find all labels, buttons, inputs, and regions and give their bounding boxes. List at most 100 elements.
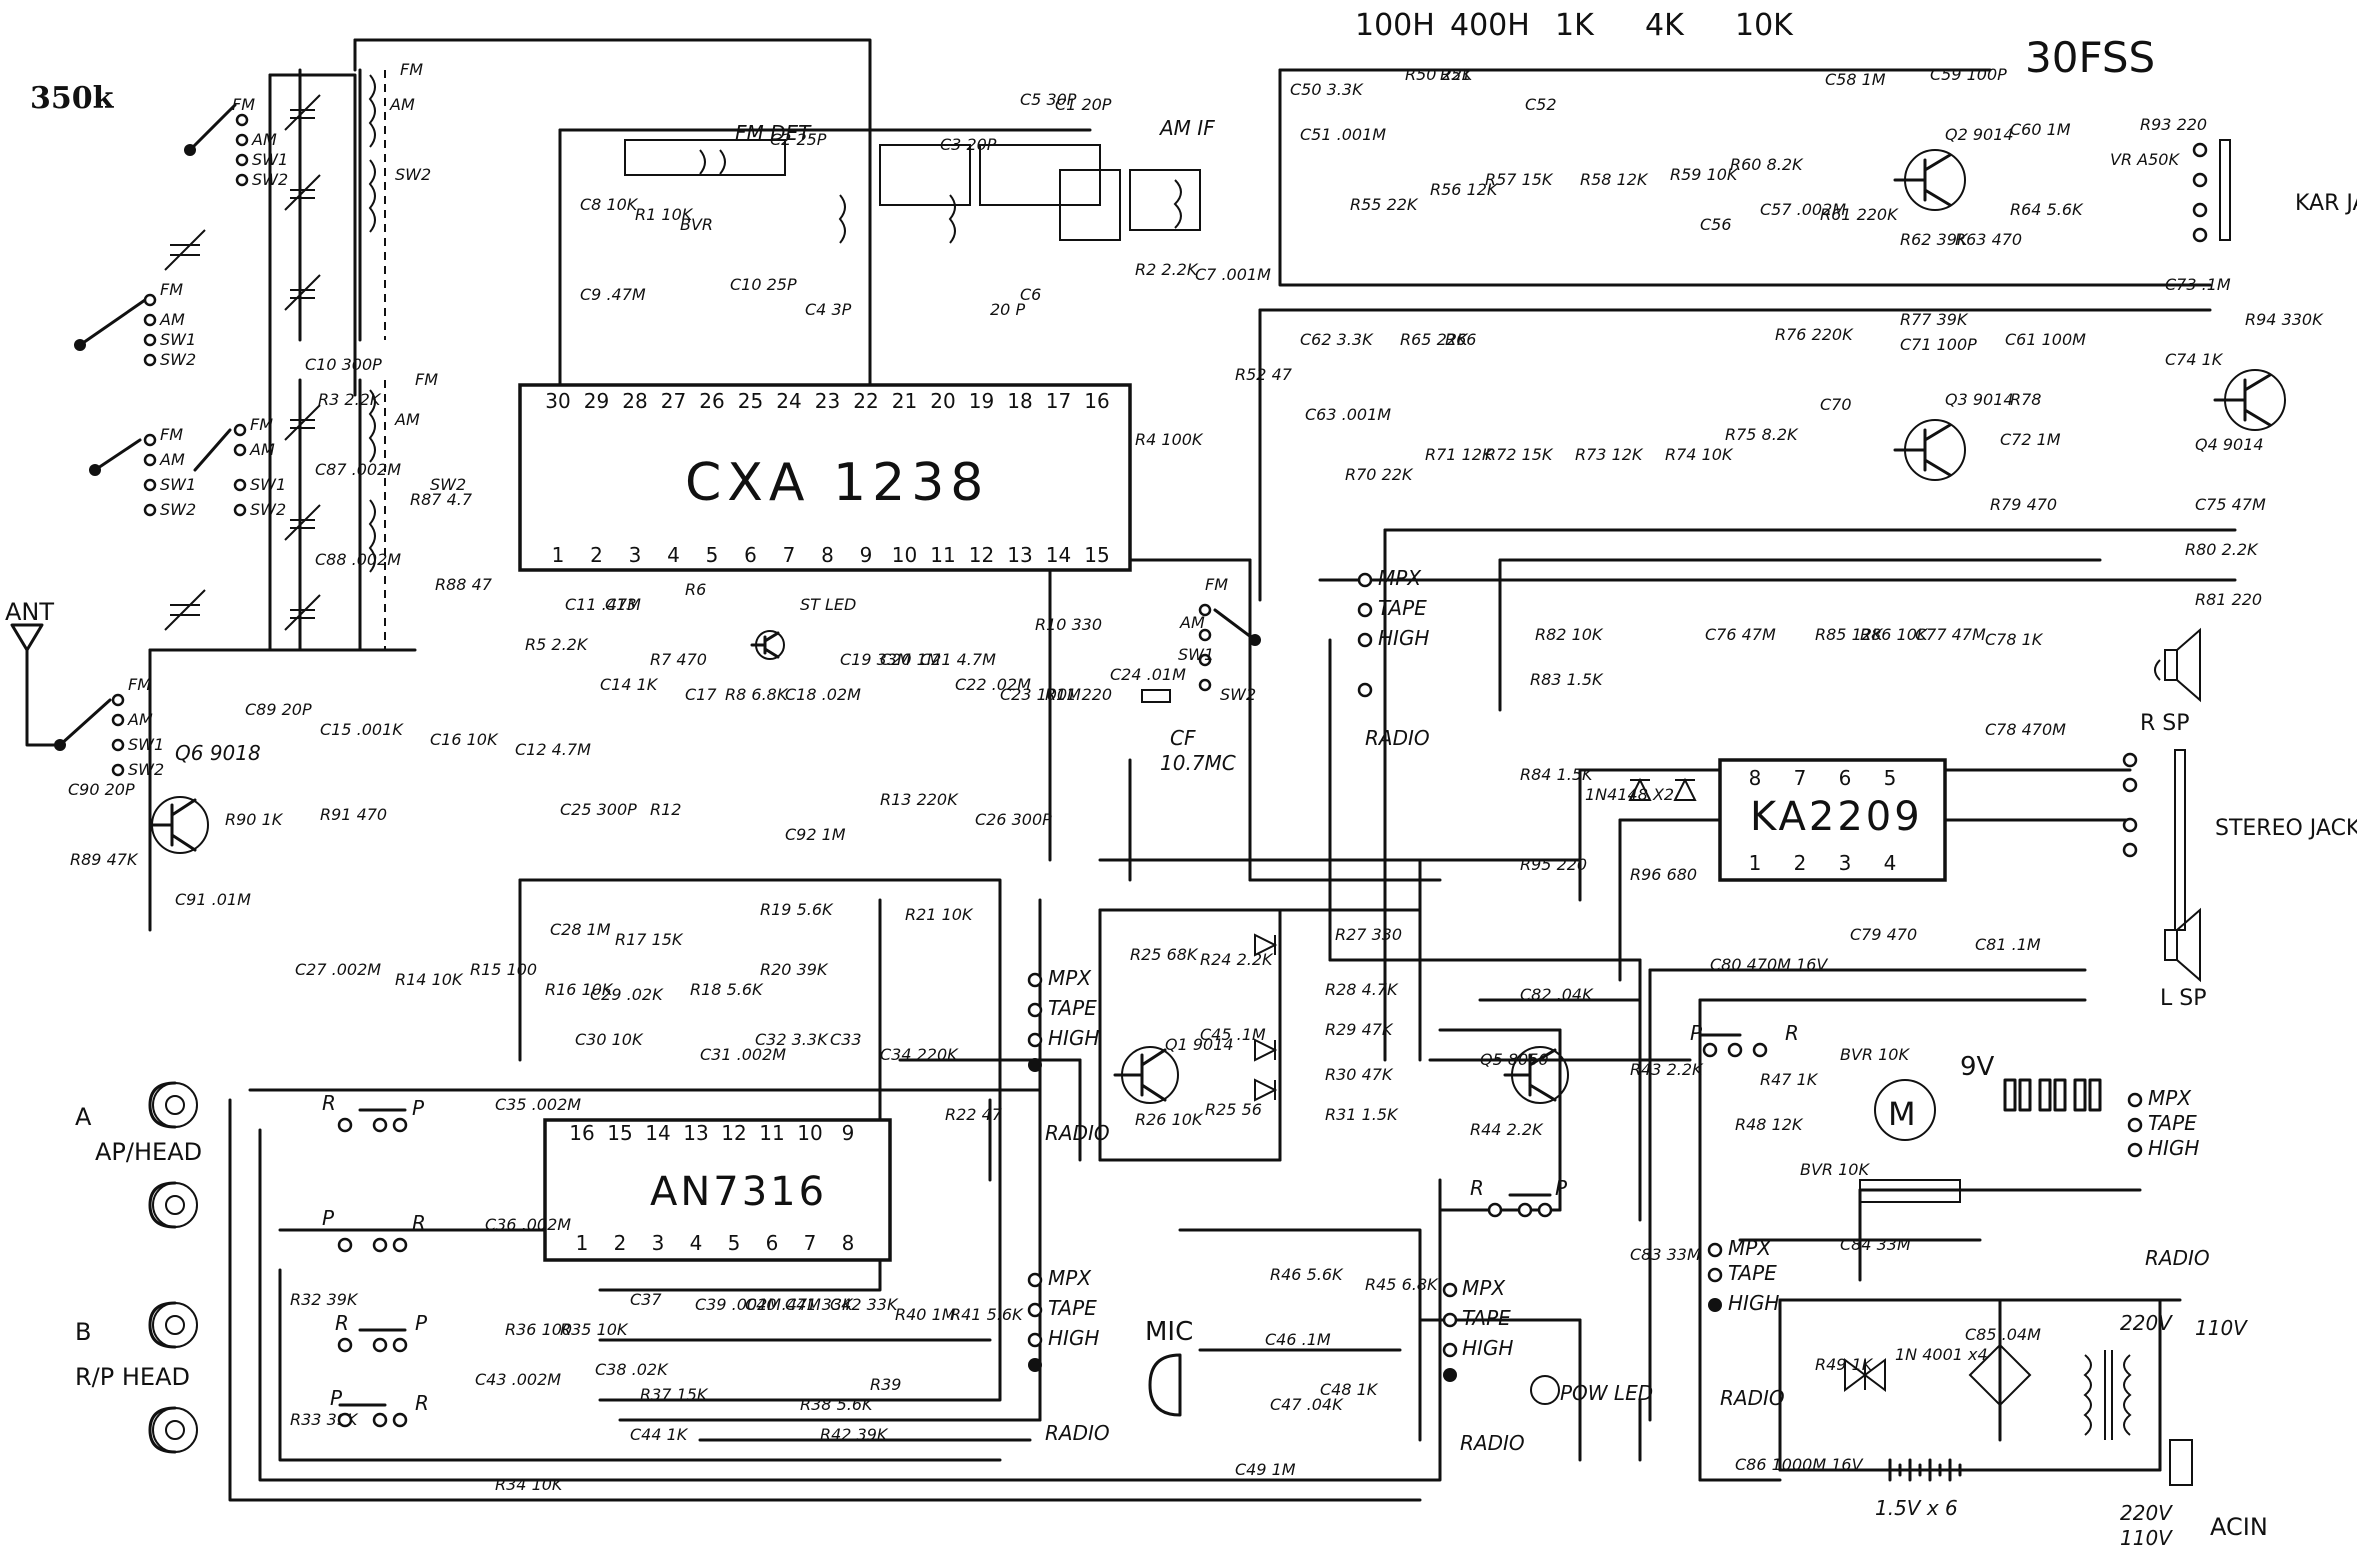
front-end-section: ANT FM AM SW1 SW2 FM AM SW1 SW2 bbox=[5, 60, 493, 909]
mpx-label-2: MPX bbox=[1048, 966, 1092, 990]
an7316-pin-16: 16 bbox=[569, 1121, 594, 1145]
nine-v-label: 9V bbox=[1960, 1052, 1995, 1082]
c19-label: C19 33M bbox=[840, 650, 911, 669]
tape-label-1: TAPE bbox=[1378, 596, 1427, 620]
r40-label: R40 1M bbox=[895, 1305, 956, 1324]
am-label-7: AM bbox=[394, 410, 420, 429]
bvr-label: BVR bbox=[680, 215, 713, 234]
c63-label: C63 .001M bbox=[1305, 405, 1391, 424]
version-label: 350k bbox=[30, 81, 115, 116]
r22-label: R22 47 bbox=[945, 1105, 1003, 1124]
cxa1238-pin-14: 14 bbox=[1046, 543, 1071, 567]
mpx-label-3: MPX bbox=[1048, 1266, 1092, 1290]
r-label-6: R bbox=[1785, 1021, 1799, 1045]
kar-ja-label: KAR JA bbox=[2295, 191, 2357, 216]
r41-label: R41 5.6K bbox=[950, 1305, 1024, 1324]
ka2209-pin-2: 2 bbox=[1794, 851, 1807, 875]
rp-switch-e: R P bbox=[1470, 1176, 1568, 1218]
ac-socket-icon bbox=[2169, 1439, 2193, 1486]
am-label-6: AM bbox=[389, 95, 415, 114]
c14-label: C14 1K bbox=[600, 675, 659, 694]
r-label-2: R bbox=[412, 1211, 426, 1235]
cxa1238-pin-4: 4 bbox=[667, 543, 680, 567]
r19-label: R19 5.6K bbox=[760, 900, 834, 919]
r12-label: R12 bbox=[650, 800, 681, 819]
fm-det-label: FM DET bbox=[735, 121, 812, 145]
transistor-q6: Q6 9018 bbox=[148, 741, 261, 854]
sw1-label-8: SW1 bbox=[1178, 645, 1214, 664]
ant-label: ANT bbox=[5, 598, 54, 626]
c20-label: C20 1M bbox=[880, 650, 941, 669]
cf-filter-icon bbox=[1141, 689, 1171, 703]
fm-label-7: FM bbox=[415, 370, 438, 389]
cxa1238-pin-26: 26 bbox=[699, 389, 724, 413]
radio-label-3: RADIO bbox=[1045, 1421, 1110, 1445]
ka2209-pin-6: 6 bbox=[1839, 766, 1852, 790]
c48-label: C48 1K bbox=[1320, 1380, 1379, 1399]
band-switch-ant: FM AM SW1 SW2 bbox=[54, 675, 164, 779]
cxa1238-pin-19: 19 bbox=[969, 389, 994, 413]
c78b-label: C78 470M bbox=[1985, 720, 2066, 739]
c17-label: C17 bbox=[685, 685, 717, 704]
motor-power-section: M 9V R47 1K R48 12K BVR 10K BVR 10K C84 … bbox=[1690, 1021, 2268, 1550]
eq-band-10k: 10K bbox=[1735, 8, 1794, 43]
c78-label: C78 1K bbox=[1985, 630, 2044, 649]
eq-band-labels: 100H 400H 1K 4K 10K bbox=[1355, 8, 1794, 43]
c40-label: C40 .47M bbox=[745, 1295, 821, 1314]
rp-head-label: R/P HEAD bbox=[75, 1363, 190, 1391]
c1-label: C1 20P bbox=[1055, 95, 1112, 114]
r50-label: R50 22K bbox=[1405, 65, 1474, 84]
band-switch-top: FM AM SW1 SW2 bbox=[184, 95, 288, 189]
selector-group-4: MPX TAPE HIGH RADIO bbox=[1442, 1276, 1525, 1455]
c89-label: C89 20P bbox=[245, 700, 312, 719]
r70-label: R70 22K bbox=[1345, 465, 1414, 484]
sw2-label-3: SW2 bbox=[160, 500, 196, 519]
cxa1238-pin-23: 23 bbox=[815, 389, 840, 413]
c10b-label: C10 25P bbox=[730, 275, 797, 294]
c18-label: C18 .02M bbox=[785, 685, 861, 704]
bvr2-label: BVR 10K bbox=[1840, 1045, 1910, 1064]
am-label-2: AM bbox=[159, 310, 185, 329]
r63-label: R63 470 bbox=[1955, 230, 2022, 249]
r-sp-label: R SP bbox=[2140, 711, 2190, 736]
c42-label: C42 33K bbox=[830, 1295, 899, 1314]
cxa1238-pin-15: 15 bbox=[1084, 543, 1109, 567]
cxa1238-pin-29: 29 bbox=[584, 389, 609, 413]
an7316-pin-8: 8 bbox=[842, 1231, 855, 1255]
q4-label: Q4 9014 bbox=[2195, 435, 2264, 454]
am-label-5: AM bbox=[249, 440, 275, 459]
l-sp-label: L SP bbox=[2160, 986, 2206, 1011]
c59-label: C59 100P bbox=[1930, 65, 2007, 84]
c10-label: C10 300P bbox=[305, 355, 382, 374]
cxa1238-pin-13: 13 bbox=[1007, 543, 1032, 567]
c37-label: C37 bbox=[630, 1290, 662, 1309]
high-label-4: HIGH bbox=[1462, 1336, 1513, 1360]
tuning-coil-stack-lower: FM AM SW2 bbox=[298, 370, 466, 652]
r26-label: R26 10K bbox=[1135, 1110, 1204, 1129]
c80-label: C80 470M 16V bbox=[1710, 955, 1828, 974]
r78-label: R78 bbox=[2010, 390, 2041, 409]
c45-label: C45 .1M bbox=[1200, 1025, 1266, 1044]
r-label-4: R bbox=[415, 1391, 429, 1415]
v220-label-2: 220V bbox=[2120, 1501, 2173, 1525]
tape-label-5: TAPE bbox=[1728, 1261, 1777, 1285]
selector-group-5: MPX TAPE HIGH RADIO bbox=[1707, 1236, 1785, 1410]
rp-switch-a: R P bbox=[322, 1091, 425, 1133]
c86-label: C86 1000M 16V bbox=[1735, 1455, 1864, 1474]
c44-label: C44 1K bbox=[630, 1425, 689, 1444]
c32-label: C32 3.3K bbox=[755, 1030, 829, 1049]
r77-label: R77 39K bbox=[1900, 310, 1969, 329]
v220-label-1: 220V bbox=[2120, 1311, 2173, 1335]
r13-label: R13 220K bbox=[880, 790, 959, 809]
r88-label: R88 47 bbox=[435, 575, 493, 594]
an7316-pin-4: 4 bbox=[690, 1231, 703, 1255]
head-a-lower bbox=[148, 1181, 198, 1229]
cxa1238-pin-18: 18 bbox=[1007, 389, 1032, 413]
ic-ka2209-name: KA2209 bbox=[1750, 794, 1923, 840]
c21-label: C21 4.7M bbox=[920, 650, 996, 669]
c12-label: C12 4.7M bbox=[515, 740, 591, 759]
c4-label: C4 3P bbox=[805, 300, 852, 319]
